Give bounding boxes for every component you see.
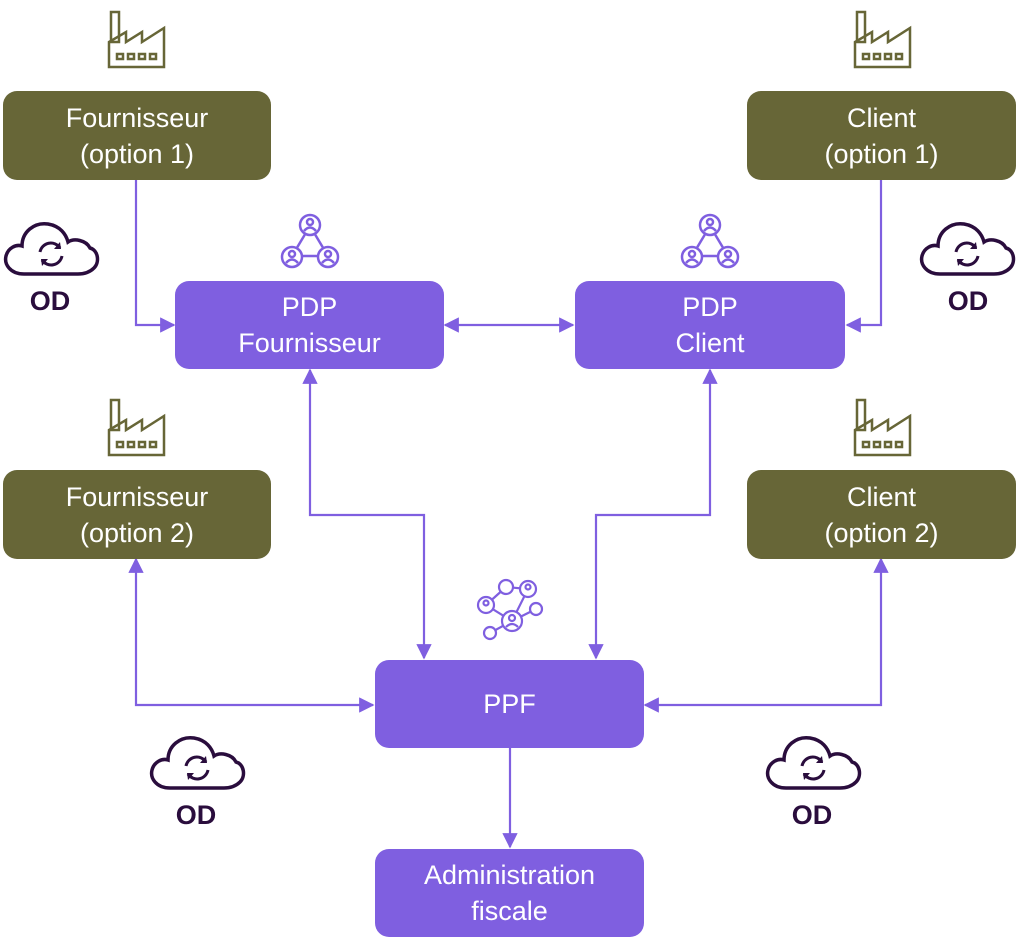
arrow-client2-ppf bbox=[643, 557, 889, 713]
cloud-sync-icon bbox=[3, 222, 100, 276]
node-line1: PPF bbox=[483, 689, 536, 719]
arrow-pdpf-ppf bbox=[302, 368, 432, 660]
arrow-fournisseur2-ppf bbox=[128, 557, 375, 713]
cloud-sync-icon bbox=[765, 736, 862, 790]
network-people-icon bbox=[476, 578, 544, 641]
factory-icon bbox=[853, 398, 912, 457]
node-line2: (option 1) bbox=[79, 138, 195, 169]
node-line2: (option 1) bbox=[824, 138, 939, 169]
od-label-top-right: OD bbox=[947, 286, 989, 316]
node-line1: PDP bbox=[281, 292, 338, 322]
network-people-icon bbox=[280, 213, 340, 269]
node-line2: Client bbox=[675, 328, 745, 358]
node-fournisseur-option-1: Fournisseur (option 1) bbox=[3, 91, 271, 180]
arrow-client1-to-pdpc bbox=[845, 180, 883, 333]
node-line2: fiscale bbox=[471, 896, 548, 926]
node-line1: Fournisseur bbox=[65, 481, 209, 512]
factory-icon bbox=[107, 10, 166, 69]
node-pdp-fournisseur: PDP Fournisseur bbox=[175, 281, 444, 369]
node-line2: Fournisseur bbox=[238, 328, 381, 358]
node-line1: Fournisseur bbox=[65, 102, 209, 133]
factory-icon bbox=[853, 10, 912, 69]
node-line1: Client bbox=[846, 102, 917, 133]
od-label-bottom-right: OD bbox=[791, 800, 833, 830]
node-line2: (option 2) bbox=[824, 517, 939, 548]
node-fournisseur-option-2: Fournisseur (option 2) bbox=[3, 470, 271, 559]
node-line1: PDP bbox=[682, 292, 738, 322]
node-line1: Administration bbox=[423, 860, 596, 890]
factory-icon bbox=[107, 398, 166, 457]
arrow-fournisseur1-to-pdpf bbox=[134, 180, 176, 333]
node-pdp-client: PDP Client bbox=[575, 281, 845, 369]
cloud-sync-icon bbox=[919, 222, 1016, 276]
node-ppf: PPF bbox=[375, 660, 644, 748]
node-line2: (option 2) bbox=[79, 517, 195, 548]
arrow-pdpc-ppf bbox=[588, 368, 718, 660]
node-administration-fiscale: Administration fiscale bbox=[375, 849, 644, 937]
od-label-bottom-left: OD bbox=[175, 800, 217, 830]
od-label-top-left: OD bbox=[29, 286, 71, 316]
node-client-option-1: Client (option 1) bbox=[747, 91, 1016, 180]
cloud-sync-icon bbox=[149, 736, 246, 790]
node-line1: Client bbox=[846, 481, 917, 512]
network-people-icon bbox=[680, 213, 740, 269]
node-client-option-2: Client (option 2) bbox=[747, 470, 1016, 559]
